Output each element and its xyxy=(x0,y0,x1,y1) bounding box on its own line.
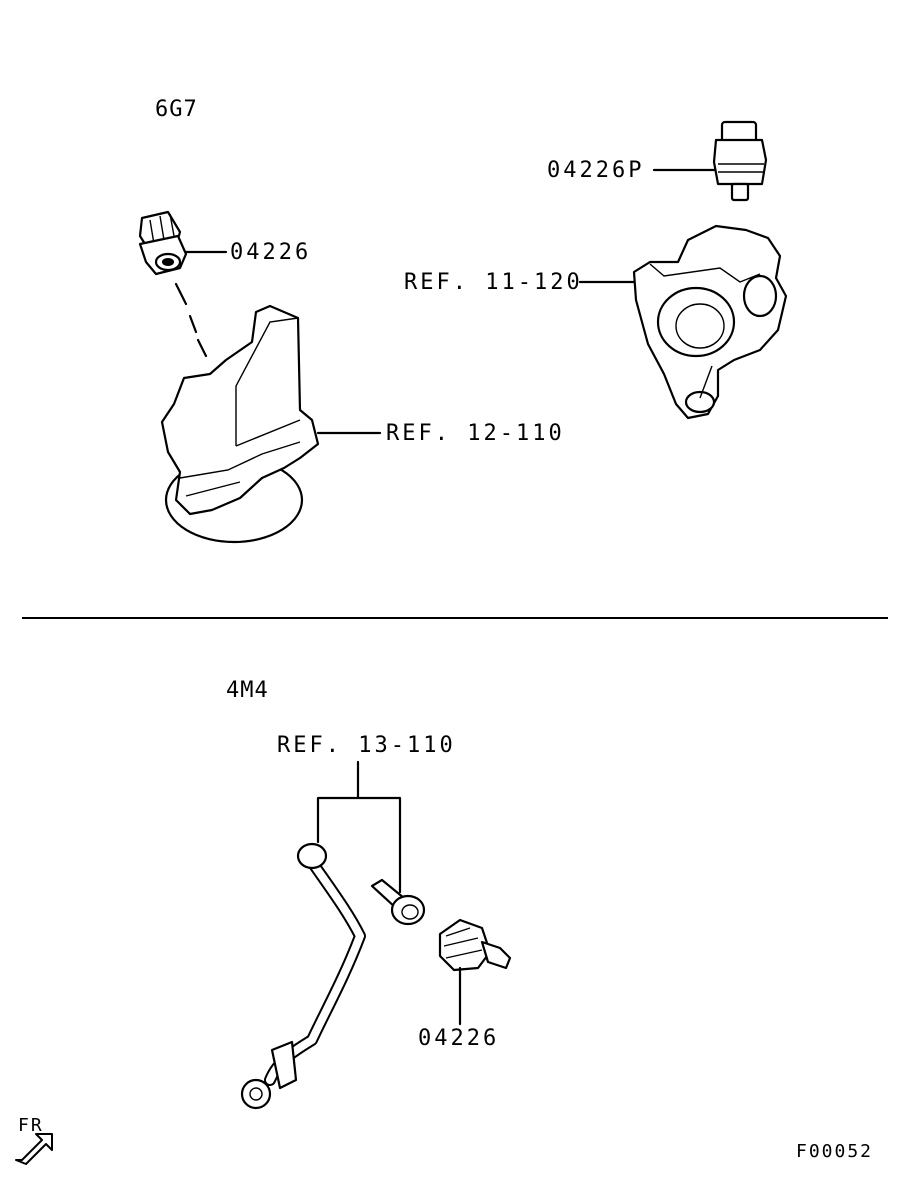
ref-label-12-110: REF. 12-110 xyxy=(386,421,565,446)
pressure-switch-04226p xyxy=(712,120,768,202)
ref-label-11-120: REF. 11-120 xyxy=(404,270,583,295)
figure-code: F00052 xyxy=(796,1141,874,1162)
cylinder-block-part xyxy=(160,304,320,544)
engine-code-4m4: 4M4 xyxy=(226,678,269,703)
dashed-install-line xyxy=(174,282,208,358)
front-direction-arrow-icon xyxy=(15,1133,53,1165)
ref-label-13-110: REF. 13-110 xyxy=(277,733,456,758)
oil-pipe-part xyxy=(240,842,366,1110)
engine-code-6g7: 6G7 xyxy=(155,97,198,122)
part-label-04226-4m4: 04226 xyxy=(418,1026,500,1051)
eye-bolt-part xyxy=(370,878,426,926)
part-label-04226p: 04226P xyxy=(547,158,645,183)
knock-sensor-6g7 xyxy=(138,210,188,276)
direction-label: FR xyxy=(18,1115,44,1136)
part-label-04226-6g7: 04226 xyxy=(230,240,312,265)
knock-sensor-4m4 xyxy=(438,918,512,972)
oil-filter-bracket-part xyxy=(632,224,788,420)
leader-ref-13-110 xyxy=(316,760,402,894)
